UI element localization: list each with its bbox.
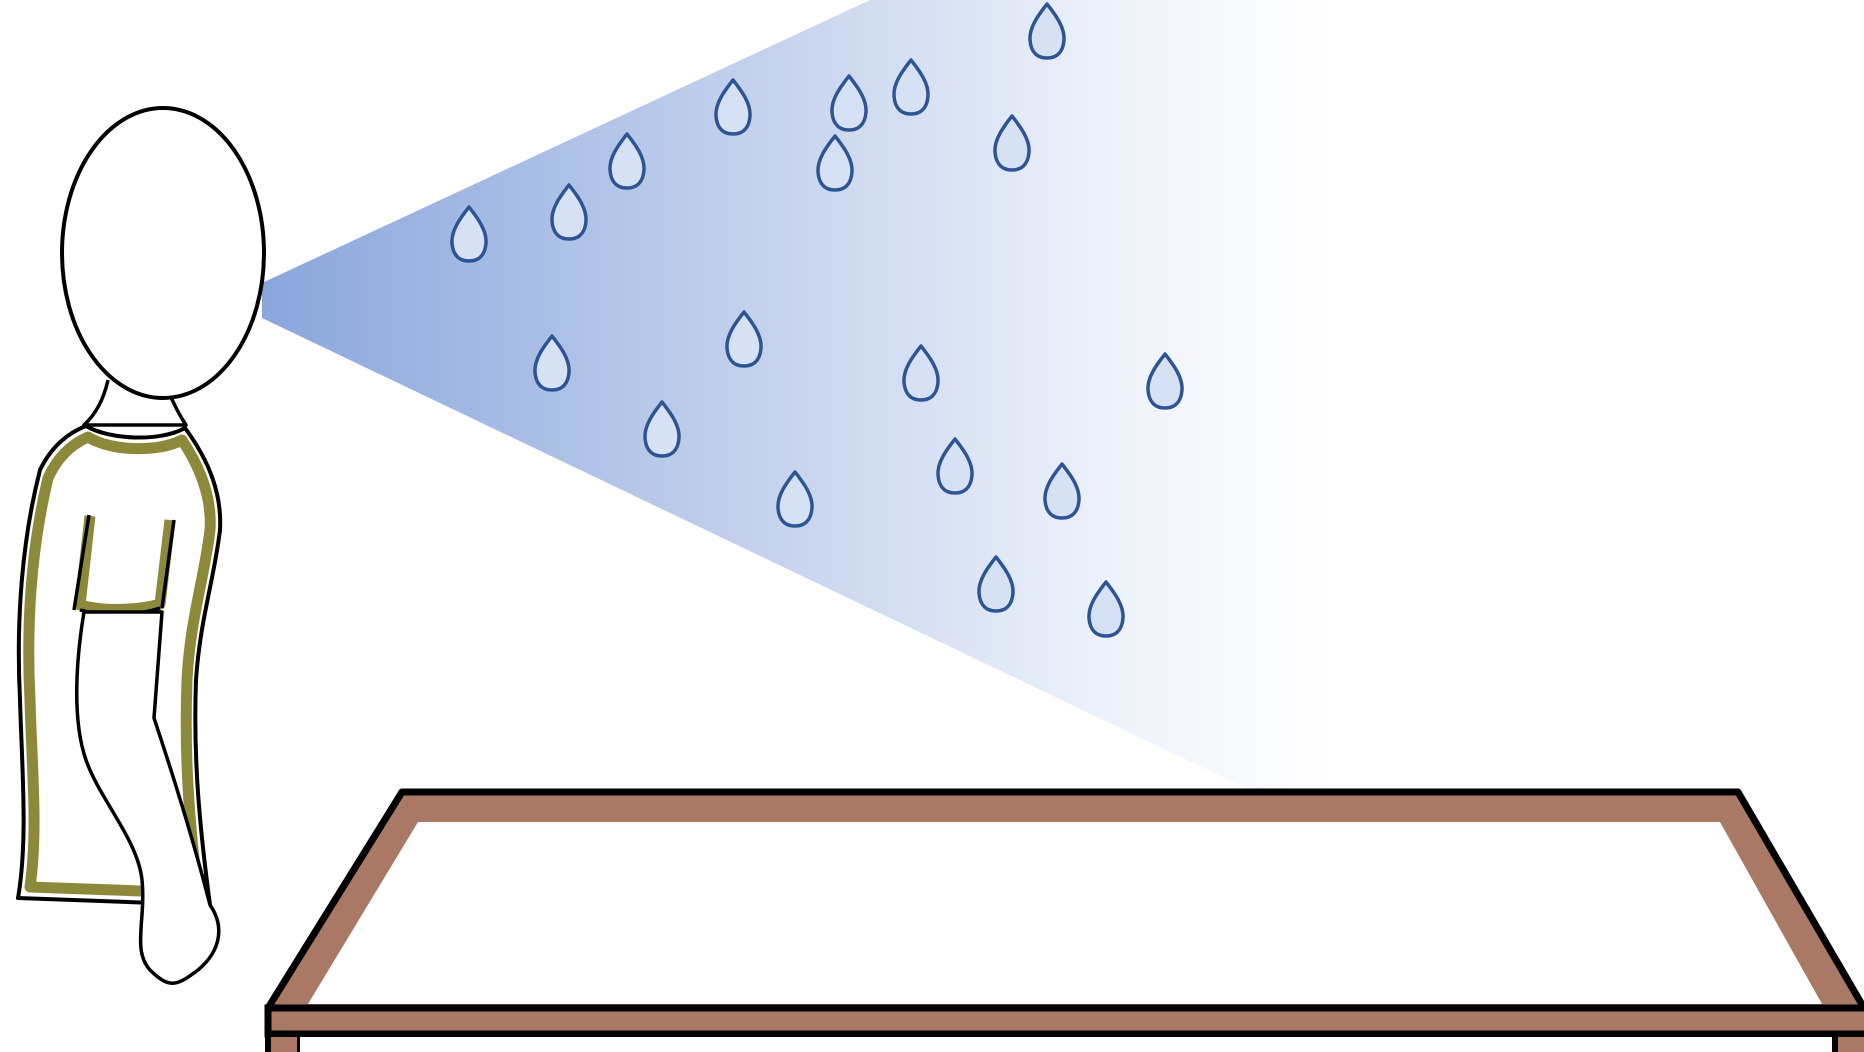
spray-cone xyxy=(262,0,1864,860)
table-underside xyxy=(300,1037,1835,1052)
table-leg-right xyxy=(1835,1034,1864,1052)
table-edge xyxy=(268,1008,1864,1034)
table xyxy=(268,792,1864,1052)
table-leg-left xyxy=(268,1034,300,1052)
table-top-surface xyxy=(308,822,1822,1004)
person xyxy=(18,108,264,983)
person-head xyxy=(62,108,264,398)
